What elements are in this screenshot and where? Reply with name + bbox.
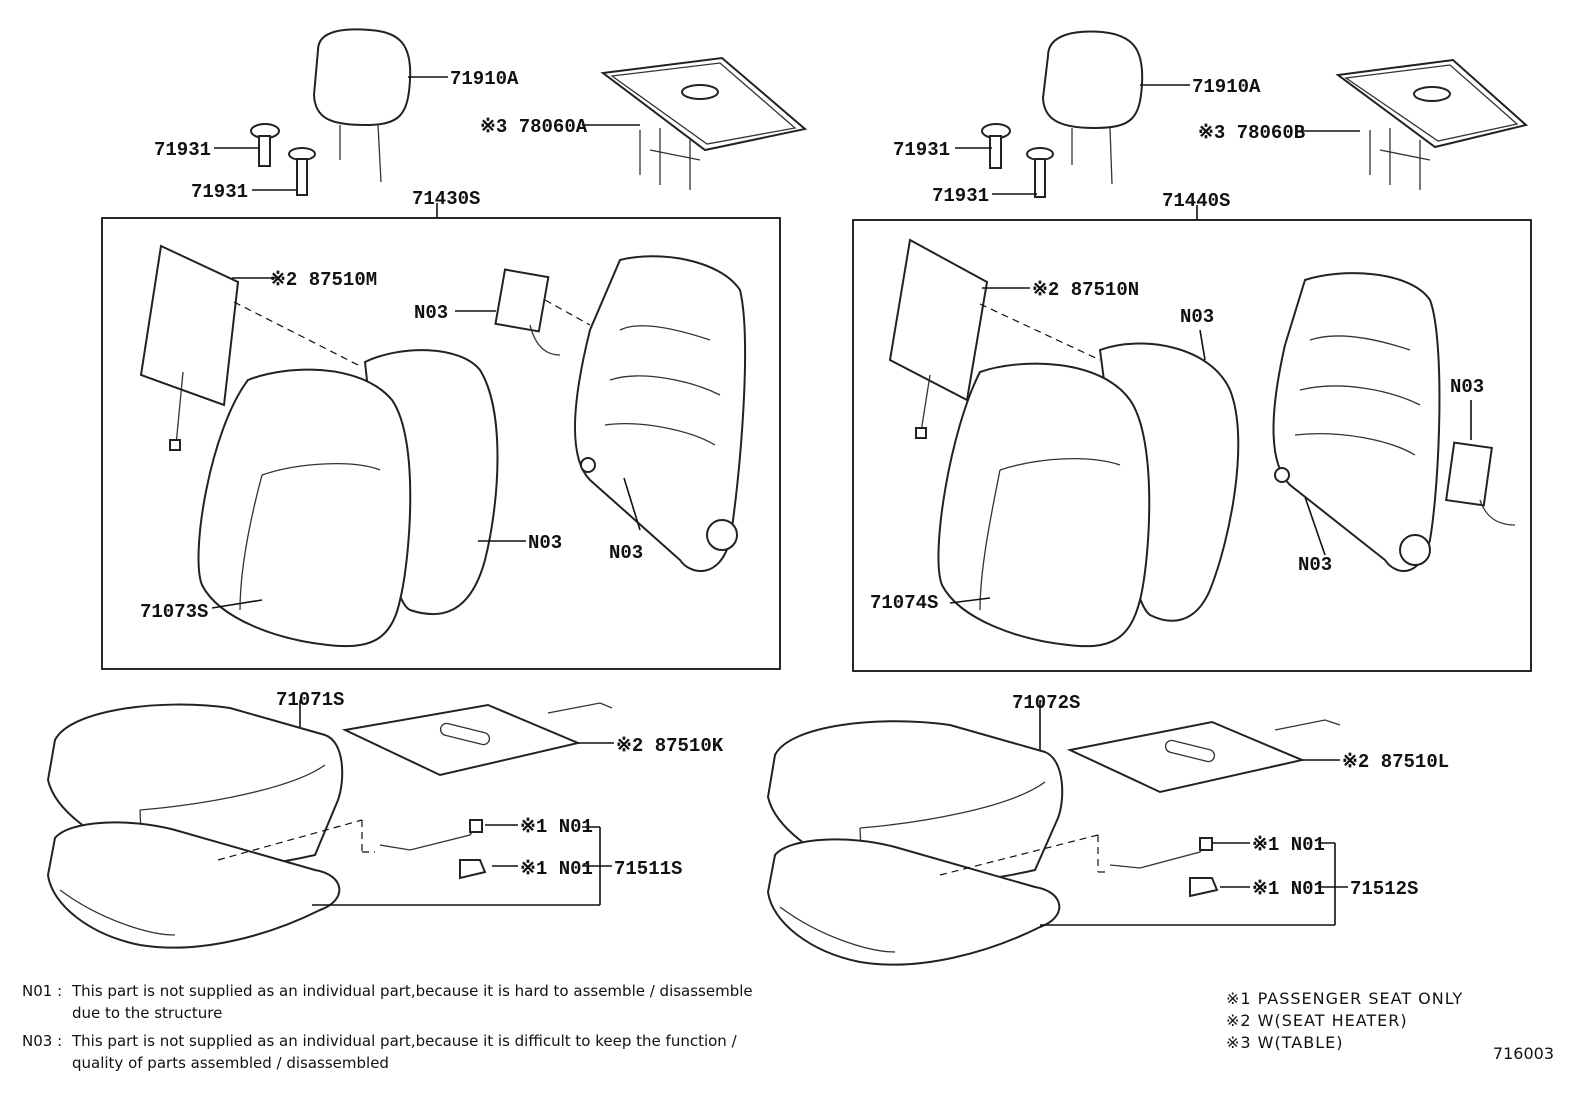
label-left-n03-a: N03 [414,302,448,324]
left-headrest-part [312,28,412,183]
right-back-frame-part [1272,272,1441,572]
right-cushion-group [766,700,1348,966]
right-headrest-part [1041,30,1144,185]
label-right-n01-b: ※1 N01 [1252,878,1325,900]
note-n03-line1: This part is not supplied as an individu… [72,1032,737,1050]
legend: ※1 PASSENGER SEAT ONLY ※2 W(SEAT HEATER)… [1226,988,1463,1054]
legend-item-1: ※1 PASSENGER SEAT ONLY [1226,989,1464,1008]
label-right-n03-b: N03 [1450,376,1484,398]
left-back-cover-part [197,368,412,648]
left-cushion-sensor-parts [379,819,487,880]
label-right-guide-upper: 71931 [893,139,950,161]
note-n03-line2: quality of parts assembled / disassemble… [72,1054,389,1072]
label-left-heater-cushion: ※2 87510K [616,735,724,757]
label-right-table: ※3 78060B [1198,122,1305,144]
label-left-guide-lower: 71931 [191,181,248,203]
right-cushion-heater-part [1066,719,1341,794]
label-right-back-cover: 71074S [870,592,938,614]
note-n01: N01 : This part is not supplied as an ind… [22,980,753,1024]
right-table-part [1335,58,1529,190]
legend-item-2: ※2 W(SEAT HEATER) [1226,1011,1408,1030]
label-right-n03-a: N03 [1180,306,1214,328]
label-right-back-assy: 71440S [1162,190,1230,212]
note-n03: N03 : This part is not supplied as an ind… [22,1030,737,1074]
label-left-guide-upper: 71931 [154,139,211,161]
right-cushion-pad-part [766,838,1061,966]
right-headrest-guide-parts [981,123,1054,198]
label-left-back-assy: 71430S [412,188,480,210]
label-left-n01-a: ※1 N01 [520,816,593,838]
label-left-heater-back: ※2 87510M [270,269,377,291]
legend-item-3: ※3 W(TABLE) [1226,1033,1344,1052]
label-left-n03-c: N03 [609,542,643,564]
label-left-n03-b: N03 [528,532,562,554]
left-cushion-heater-part [341,702,613,777]
label-left-headrest: 71910A [450,68,519,90]
left-cushion-group [46,700,614,949]
label-left-sensor-assy: 71511S [614,858,682,880]
note-n01-key: N01 : [22,982,63,1000]
label-right-n03-c: N03 [1298,554,1332,576]
label-left-n01-b: ※1 N01 [520,858,593,880]
left-headrest-guide-parts [250,123,316,196]
note-n01-line1: This part is not supplied as an individu… [72,982,753,1000]
diagram-code: 716003 [1492,1044,1554,1063]
note-n03-key: N03 : [22,1032,63,1050]
right-cushion-sensor-parts [1109,837,1219,898]
right-back-cover-part [937,362,1151,648]
left-table-part [600,56,808,190]
label-right-heater-back: ※2 87510N [1032,279,1139,301]
left-back-sensor-part [494,268,561,356]
note-n01-line2: due to the structure [72,1004,223,1022]
label-left-cushion-cover: 71071S [276,689,344,711]
right-back-sensor-part [1445,441,1516,526]
label-right-heater-cushion: ※2 87510L [1342,751,1449,773]
label-right-cushion-cover: 71072S [1012,692,1080,714]
label-right-n01-a: ※1 N01 [1252,834,1325,856]
label-left-back-cover: 71073S [140,601,208,623]
label-right-guide-lower: 71931 [932,185,989,207]
left-cushion-pad-part [46,821,341,949]
left-seat-back-box [101,217,781,670]
label-right-sensor-assy: 71512S [1350,878,1418,900]
right-seat-back-box [852,219,1532,672]
label-left-table: ※3 78060A [480,116,588,138]
left-back-frame-part [574,255,747,572]
left-back-heater-part [139,244,240,451]
right-seat-group [852,30,1532,672]
label-right-headrest: 71910A [1192,76,1261,98]
left-seat-group [101,28,808,670]
